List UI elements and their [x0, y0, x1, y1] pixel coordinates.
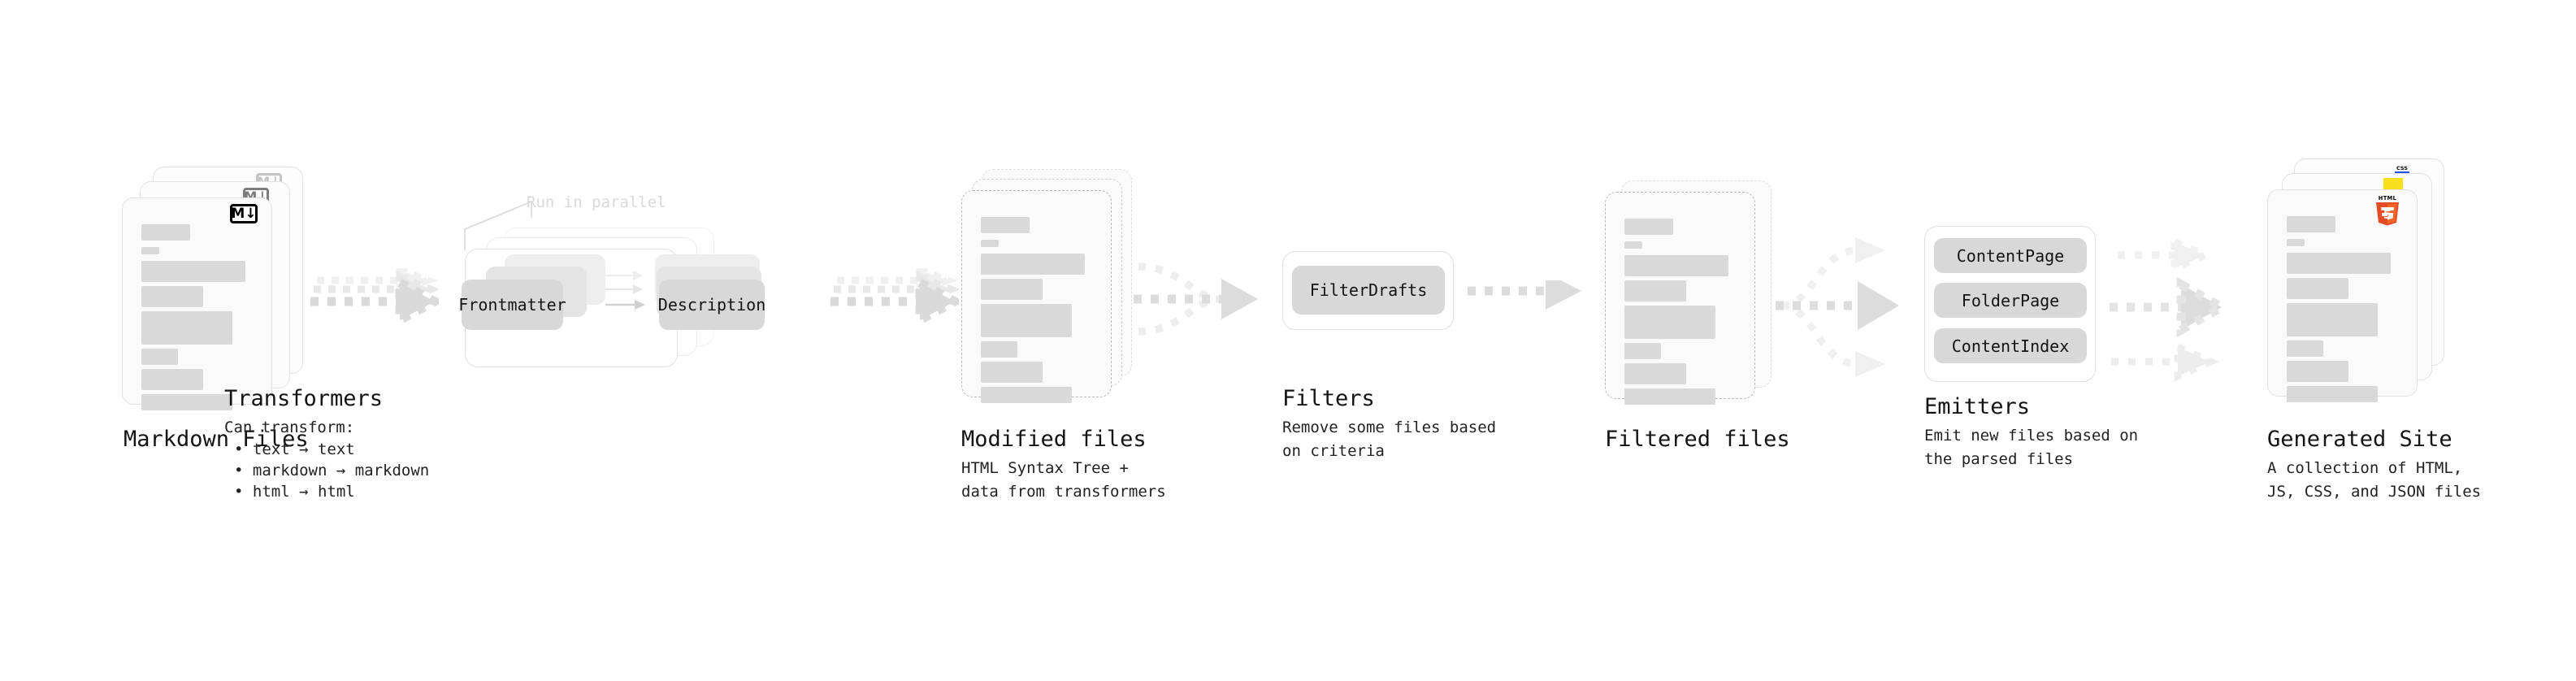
arrow-transformers-to-modified: [829, 264, 965, 333]
skeleton-line: [1624, 255, 1728, 276]
run-in-parallel-label: Run in parallel: [527, 193, 666, 211]
skeleton-line: [1624, 219, 1673, 235]
skeleton-line: [141, 261, 245, 282]
markdown-icon: M↓: [230, 204, 258, 223]
skeleton-line: [981, 362, 1043, 383]
skeleton-line: [981, 341, 1017, 358]
arrow-filters-to-filtered: [1468, 272, 1589, 329]
skeleton-line: [1624, 241, 1642, 249]
skeleton-line: [141, 286, 203, 307]
skeleton-line: [981, 304, 1072, 337]
skeleton-line: [2287, 386, 2378, 402]
transformers-bullet-3: • html → html: [234, 483, 355, 501]
emitter-chip-contentindex[interactable]: ContentIndex: [1934, 328, 2087, 363]
markdown-files-stack: M↓ M↓ M↓: [122, 167, 309, 419]
filtered-file-card-front: [1605, 192, 1755, 405]
svg-text:5: 5: [2383, 207, 2392, 222]
skeleton-line: [1624, 306, 1715, 339]
skeleton-line: [981, 217, 1030, 233]
stage-desc-transformers: Can transform:: [224, 419, 355, 436]
emitter-chip-contentpage[interactable]: ContentPage: [1934, 238, 2087, 273]
stage-desc-filters: Remove some files based on criteria: [1282, 419, 1497, 460]
skeleton-line: [141, 247, 159, 254]
stage-title-generated-site: Generated Site: [2267, 427, 2452, 452]
skeleton-line: [981, 387, 1072, 403]
arrow-emitters-to-site: [2110, 236, 2256, 382]
stage-title-modified-files: Modified files: [961, 427, 1147, 452]
skeleton-line: [981, 279, 1043, 300]
transformer-internal-arrows: [603, 260, 670, 349]
skeleton-line: [1624, 388, 1715, 405]
transformer-chip-frontmatter[interactable]: Frontmatter: [458, 280, 566, 330]
generated-site-stack: CSS HTML: [2267, 158, 2462, 419]
skeleton-line: [2287, 253, 2391, 274]
skeleton-line: [2287, 278, 2348, 299]
stage-title-filters: Filters: [1282, 386, 1375, 411]
skeleton-line: [141, 349, 178, 365]
skeleton-line: [2287, 239, 2305, 246]
arrow-modified-to-filters: [1134, 252, 1272, 349]
filter-chip-filterdrafts[interactable]: FilterDrafts: [1292, 266, 1445, 314]
skeleton-line: [981, 240, 999, 247]
filtered-files-stack: [1605, 180, 1792, 432]
skeleton-line: [1624, 280, 1686, 301]
transformer-chip-description[interactable]: Description: [658, 280, 765, 330]
run-in-parallel-bracket: [462, 193, 567, 250]
skeleton-line: [2287, 216, 2335, 232]
skeleton-line: [141, 224, 190, 241]
html5-icon: HTML 5: [2373, 193, 2402, 226]
skeleton-line: [1624, 343, 1661, 359]
js-icon: [2383, 178, 2403, 197]
stage-desc-modified-files: HTML Syntax Tree + data from transformer…: [961, 459, 1166, 501]
skeleton-line: [1624, 363, 1686, 384]
svg-text:HTML: HTML: [2379, 195, 2397, 202]
skeleton-line: [2287, 361, 2348, 382]
stage-title-filtered-files: Filtered files: [1605, 427, 1790, 452]
markdown-file-card-front: [122, 197, 272, 410]
transformers-bullet-2: • markdown → markdown: [234, 462, 430, 479]
emitter-chip-folderpage[interactable]: FolderPage: [1934, 283, 2087, 318]
svg-text:CSS: CSS: [2396, 165, 2408, 171]
skeleton-line: [981, 254, 1085, 275]
skeleton-line: [141, 311, 232, 345]
skeleton-line: [2287, 303, 2378, 336]
arrow-markdown-to-transformers: [309, 264, 445, 333]
stage-desc-generated-site: A collection of HTML, JS, CSS, and JSON …: [2267, 459, 2482, 501]
stage-title-emitters: Emitters: [1924, 394, 2031, 419]
stage-title-transformers: Transformers: [224, 386, 384, 411]
transformers-bullet-1: • text → text: [234, 440, 355, 458]
stage-desc-emitters: Emit new files based on the parsed files: [1924, 427, 2139, 468]
modified-files-stack: [961, 169, 1148, 421]
skeleton-line: [2287, 340, 2323, 357]
modified-file-card-front: [961, 190, 1112, 403]
skeleton-line: [141, 394, 232, 410]
skeleton-line: [141, 369, 203, 390]
site-file-card-html: [2267, 189, 2418, 402]
stage-title-markdown-files: Markdown Files: [124, 427, 309, 452]
arrow-filtered-to-emitters: [1776, 234, 1918, 380]
